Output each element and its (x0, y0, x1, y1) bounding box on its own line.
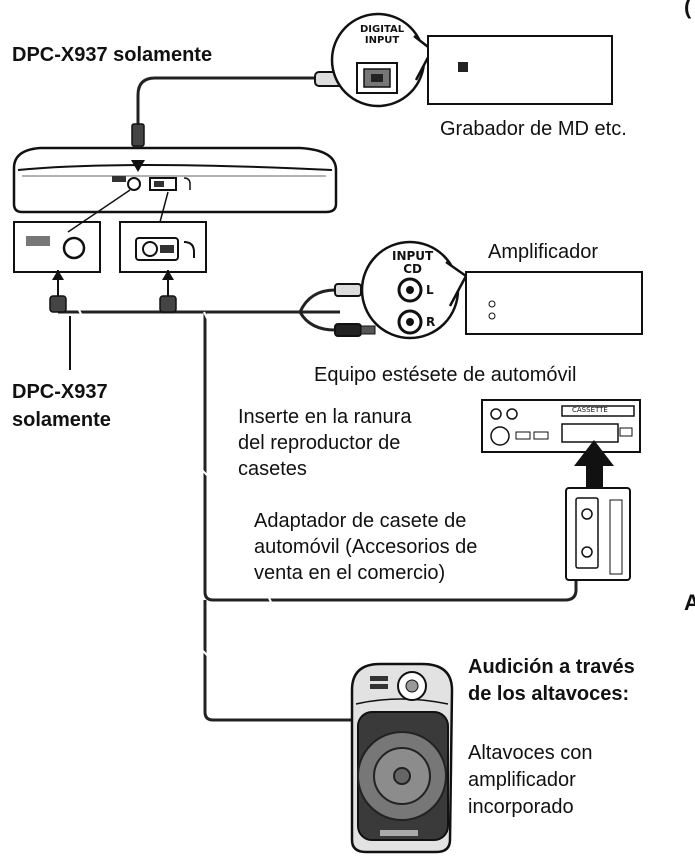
speaker (350, 662, 454, 854)
input-cd-line1: INPUT (392, 249, 434, 263)
speakers-title-line1: Audición a través (468, 656, 635, 678)
rca-branch-upper (298, 288, 336, 313)
insert-slot-label: Inserte en la ranura del reproductor de … (238, 404, 411, 482)
amp-port-l (488, 300, 496, 308)
car-stereo (481, 399, 641, 453)
insert-slot-line3: casetes (238, 458, 307, 480)
cassette-adapter-line2: automóvil (Accesorios de (254, 536, 478, 558)
input-cd-magnifier (360, 240, 468, 340)
mini-plug-left (49, 270, 67, 313)
dpc-left-label: DPC-X937 solamente (12, 378, 111, 434)
car-stereo-label: Equipo estésete de automóvil (314, 364, 577, 386)
dpc-top-label: DPC-X937 solamente (12, 44, 213, 66)
speakers-desc-line2: amplificador (468, 769, 576, 791)
speakers-desc-line1: Altavoces con (468, 742, 593, 764)
cd-player (12, 146, 338, 214)
dpc-left-line2: solamente (12, 409, 111, 431)
speaker-cable (203, 600, 355, 722)
speakers-desc: Altavoces con amplificador incorporado (468, 740, 593, 821)
cassette-adapter-cable (203, 312, 578, 602)
input-cd-text: INPUT CD (392, 250, 433, 276)
speakers-title-line2: de los altavoces: (468, 683, 630, 705)
optical-jack-callout (13, 189, 131, 273)
optical-cable (136, 76, 320, 124)
digital-input-line2: INPUT (364, 35, 400, 46)
rca-branch-lower (298, 311, 336, 332)
amplifier-box (465, 271, 643, 335)
cassette-adapter-line1: Adaptador de casete de (254, 510, 467, 532)
input-cd-line2: CD (403, 262, 422, 276)
insert-slot-line2: del reproductor de (238, 432, 401, 454)
cassette-adapter-line3: venta en el comercio) (254, 562, 446, 584)
amp-port-r (488, 312, 496, 320)
cables (58, 76, 578, 722)
corner-glyph-top: ( (684, 0, 692, 19)
cassette-slot-label: CASSETTE (572, 406, 608, 414)
md-recorder-box (427, 35, 613, 105)
dpc-left-line1: DPC-X937 (12, 381, 108, 403)
digital-input-magnifier (330, 12, 434, 108)
corner-glyph-mid: A (684, 590, 695, 615)
digital-input-line1: DIGITAL (360, 24, 405, 35)
channel-l-label: L (426, 283, 434, 297)
md-recorder-label: Grabador de MD etc. (440, 118, 627, 140)
channel-r-label: R (426, 315, 436, 329)
cassette-adapter (565, 487, 631, 581)
headphone-jack-callout (119, 191, 207, 273)
speakers-desc-line3: incorporado (468, 796, 574, 818)
digital-input-text: DIGITAL INPUT (360, 24, 404, 46)
cassette-adapter-label: Adaptador de casete de automóvil (Acceso… (254, 508, 477, 586)
speakers-title: Audición a través de los altavoces: (468, 654, 635, 708)
cable-break-marks (77, 307, 273, 657)
mini-plug-right (159, 270, 177, 313)
insert-arrow (574, 440, 614, 488)
insert-slot-line1: Inserte en la ranura (238, 406, 412, 428)
amplifier-label: Amplificador (488, 241, 599, 263)
md-digital-port (458, 62, 468, 72)
